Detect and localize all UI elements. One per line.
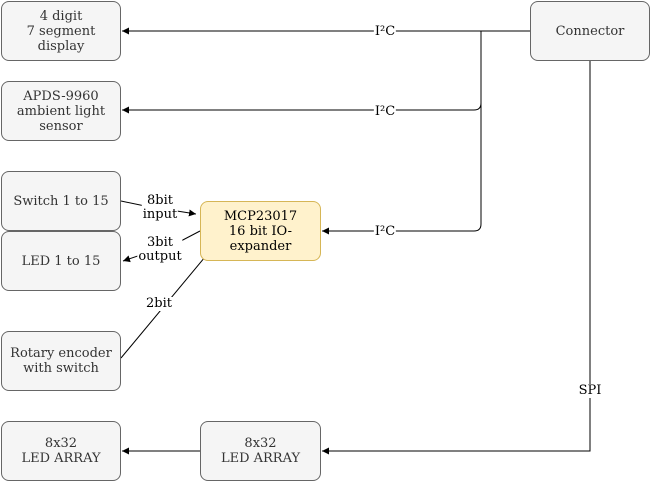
edge-label-led-output: 3bit output — [137, 235, 183, 264]
edge-label-i2c-display: I²C — [373, 24, 397, 39]
edge-label-i2c-apds: I²C — [373, 104, 397, 119]
seven-segment-display-node: 4 digit 7 segment display — [1, 1, 121, 61]
edge-label-spi: SPI — [577, 383, 603, 398]
rotary-encoder-node: Rotary encoder with switch — [1, 331, 121, 391]
edge-spi — [322, 61, 591, 455]
led-array-left-node: 8x32 LED ARRAY — [1, 421, 121, 481]
led-node: LED 1 to 15 — [1, 231, 121, 291]
edge-label-rotary-bits: 2bit — [145, 296, 173, 311]
led-array-right-node: 8x32 LED ARRAY — [200, 421, 321, 481]
mcp23017-io-expander-node: MCP23017 16 bit IO- expander — [200, 201, 321, 261]
edge-i2c-apds — [122, 31, 482, 114]
edge-label-switch-input: 8bit input — [141, 193, 179, 222]
edge-i2c-mcp — [322, 103, 482, 235]
connector-node: Connector — [530, 1, 650, 61]
edge-label-i2c-mcp: I²C — [373, 224, 397, 239]
switch-node: Switch 1 to 15 — [1, 171, 121, 231]
apds-9960-sensor-node: APDS-9960 ambient light sensor — [1, 81, 121, 141]
